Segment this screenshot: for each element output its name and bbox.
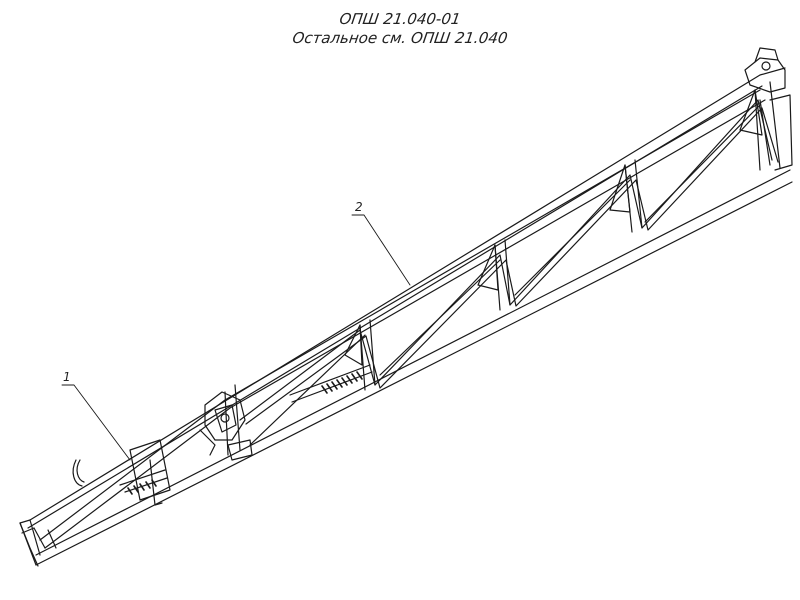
- gussets: [344, 89, 763, 366]
- hinge-joint: [199, 391, 253, 461]
- leader-2: [351, 214, 411, 286]
- callout-2: 2: [355, 200, 363, 214]
- callout-leaders: [61, 214, 411, 461]
- tip-bracket: [72, 439, 171, 506]
- leader-1: [61, 384, 131, 461]
- callout-1: 1: [63, 370, 71, 384]
- spring-actuator: [289, 364, 373, 403]
- upper-chord: [19, 67, 786, 534]
- inner-chord: [39, 89, 766, 549]
- diagonal-bracing: [239, 99, 779, 446]
- boom-tip: [19, 522, 57, 567]
- root-mount: [744, 47, 793, 171]
- lower-chord: [19, 169, 793, 566]
